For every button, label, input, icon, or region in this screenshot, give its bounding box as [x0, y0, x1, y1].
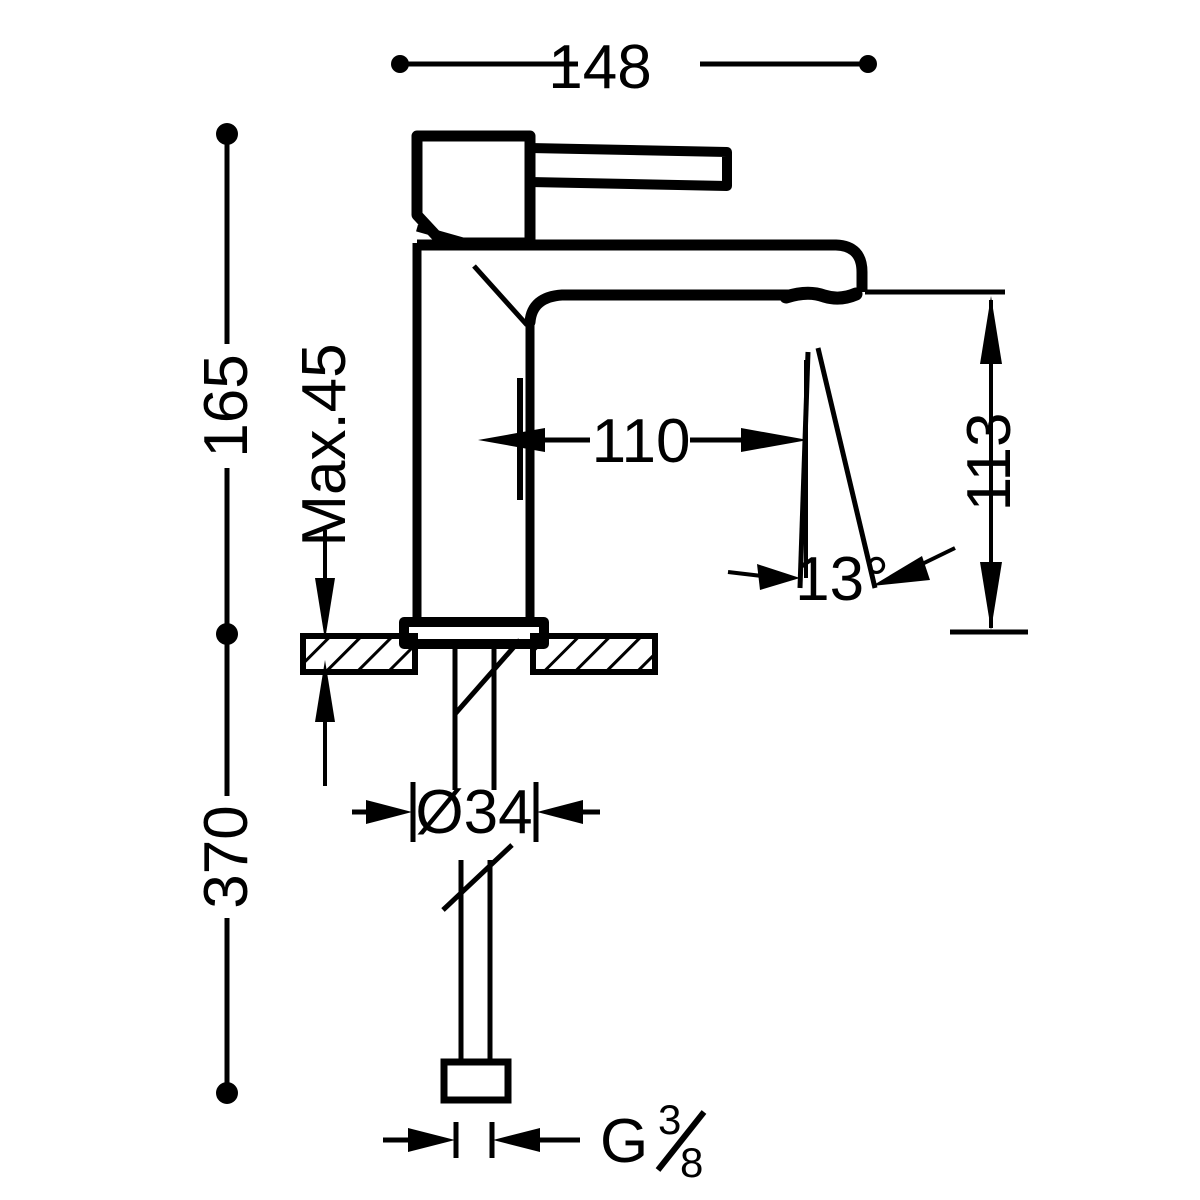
label-max45: Max.45	[290, 343, 359, 546]
label-thread-numerator: 3	[658, 1096, 681, 1143]
spout-underside	[524, 289, 796, 328]
counter-deck-right	[530, 633, 658, 675]
base-flange	[399, 617, 549, 649]
leader-arrow-left	[757, 564, 800, 590]
dimension-148	[391, 55, 877, 73]
dimension-113	[865, 289, 1028, 635]
shank-break-line	[453, 638, 522, 716]
dimension-diameter34	[352, 782, 600, 842]
label-thread-denominator: 8	[680, 1139, 703, 1186]
dim-arrow-right	[493, 1128, 540, 1152]
label-113: 113	[955, 413, 1024, 512]
dim-arrow-up	[315, 660, 335, 722]
handle-lever	[525, 143, 732, 191]
label-148: 148	[548, 33, 651, 102]
dimension-max45	[315, 530, 335, 786]
counter-deck-left	[300, 633, 418, 675]
fraction-slash	[655, 1110, 707, 1172]
dim-arrow-right	[741, 428, 808, 452]
spout-leader-line	[472, 264, 529, 327]
dim-arrow-bottom	[980, 562, 1002, 630]
aerator-outlet	[779, 286, 863, 305]
label-165: 165	[192, 354, 261, 457]
dim-dot-bottom	[216, 1082, 238, 1104]
dim-arrow-down	[315, 578, 335, 640]
cartridge-housing	[411, 130, 536, 249]
angle-ref-line	[797, 351, 811, 589]
hose-break-line	[441, 843, 514, 912]
label-thread-g: G	[600, 1107, 648, 1176]
angle-outlet-line	[815, 347, 878, 589]
leader-arrow-right	[872, 556, 930, 586]
leader-left	[727, 570, 763, 578]
dimension-370	[216, 634, 238, 1104]
dimension-13deg	[727, 347, 956, 590]
label-110: 110	[592, 407, 691, 476]
dim-arrow-left	[366, 800, 412, 824]
dimension-165	[216, 123, 238, 645]
label-13deg: 13°	[795, 545, 889, 614]
dim-dot-right	[859, 55, 877, 73]
dim-arrow-top	[980, 296, 1002, 364]
dim-arrow-left	[408, 1128, 455, 1152]
hose-connector	[440, 1058, 512, 1104]
dim-arrow-right	[537, 800, 583, 824]
spout-top	[417, 239, 868, 292]
label-thread: G 3 8	[600, 1096, 707, 1186]
label-diameter34: Ø34	[415, 778, 532, 847]
label-370: 370	[192, 805, 261, 908]
dimension-thread	[383, 1122, 580, 1158]
dim-arrow-left	[478, 428, 545, 452]
